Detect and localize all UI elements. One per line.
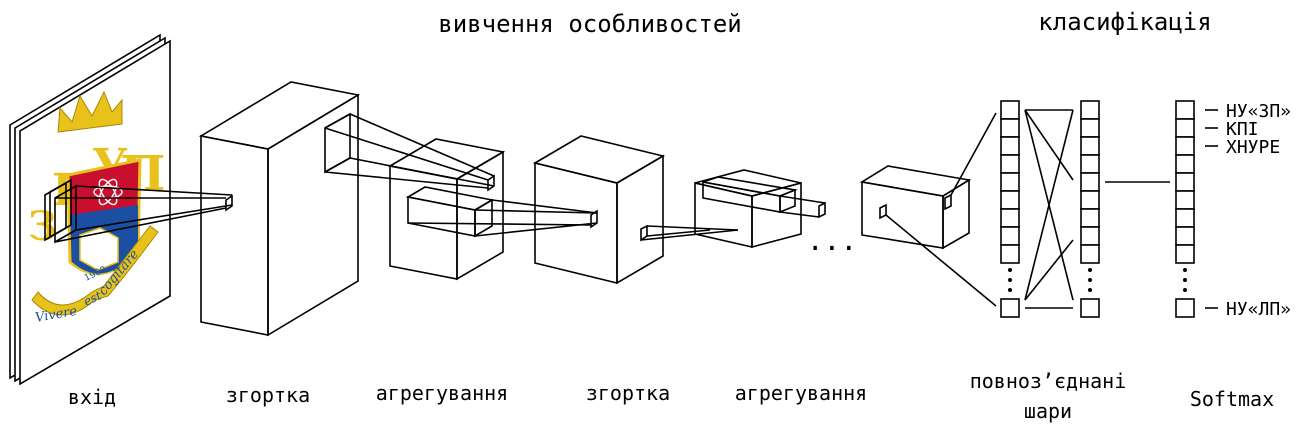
conv1-patch (324, 112, 351, 174)
output-labels: НУ«ЗП» КПІ ХНУРЕ НУ«ЛП» (1205, 101, 1291, 320)
neuron-cell (1080, 118, 1100, 138)
last-feature-volume (859, 165, 972, 250)
neuron-cell (1175, 136, 1195, 156)
emblem-motto-left: Vivere (34, 304, 79, 326)
heading-classification: класифікація (1038, 8, 1211, 36)
neuron-cell (1000, 154, 1020, 174)
label-pool2: агрегування (735, 381, 867, 405)
neuron-cell (1000, 226, 1020, 246)
label-fc-line2: шари (1024, 399, 1072, 423)
conv2-to-pool2-lines (640, 224, 739, 242)
neuron-cell (1080, 208, 1100, 228)
label-conv2: згортка (586, 381, 670, 405)
neuron-cell (1175, 190, 1195, 210)
output-class-label: НУ«ЛП» (1226, 299, 1291, 320)
neuron-cell (1000, 100, 1020, 120)
input-image-stack: Н У П З 1900 Vivere est cogitare (9, 33, 171, 386)
output-class-label: КПІ (1226, 119, 1259, 140)
neuron-cell (1000, 244, 1020, 264)
fc-connections (1024, 109, 1170, 309)
neuron-cell (1000, 172, 1020, 192)
emblem-motto-mid: est (81, 288, 103, 308)
pool1-to-conv2-lines (407, 199, 598, 237)
pool2-volume (694, 169, 826, 249)
neuron-cell (1000, 118, 1020, 138)
neuron-cell (1000, 190, 1020, 210)
neuron-cell-last (1080, 298, 1100, 318)
neuron-cell (1175, 208, 1195, 228)
conv2-volume (532, 135, 666, 285)
fc-layer-2 (1080, 100, 1100, 318)
conv1-volume (198, 81, 361, 337)
volume-to-fc-lines (885, 112, 997, 307)
neuron-cell (1175, 226, 1195, 246)
label-conv1: згортка (226, 383, 310, 407)
neuron-cell-last (1000, 298, 1020, 318)
neuron-cell (1080, 100, 1100, 120)
neuron-cell (1175, 154, 1195, 174)
layers-ellipsis: ... (807, 224, 858, 257)
neuron-cell (1080, 226, 1100, 246)
label-input: вхід (68, 385, 116, 409)
softmax-layer (1175, 100, 1195, 318)
column-dots (1008, 268, 1187, 292)
neuron-cell (1175, 172, 1195, 192)
fc-layer-1 (1000, 100, 1020, 318)
neuron-cell (1080, 244, 1100, 264)
pool1-volume (387, 138, 506, 281)
label-fc-line1: повноз’єднані (970, 369, 1127, 393)
label-pool1: агрегування (376, 381, 508, 405)
neuron-cell (1175, 118, 1195, 138)
neuron-cell-last (1175, 298, 1195, 318)
output-class-label: ХНУРЕ (1226, 137, 1280, 158)
input-to-conv1-lines (54, 185, 233, 243)
neuron-cell (1175, 100, 1195, 120)
heading-feature-learning: вивчення особливостей (438, 10, 741, 38)
neuron-cell (1080, 172, 1100, 192)
label-softmax: Softmax (1190, 387, 1274, 411)
neuron-cell (1080, 154, 1100, 174)
neuron-cell (1080, 136, 1100, 156)
output-class-label: НУ«ЗП» (1226, 101, 1291, 122)
emblem-letter-4: З (28, 203, 57, 250)
neuron-cell (1000, 136, 1020, 156)
neuron-cell (1000, 208, 1020, 228)
neuron-cell (1175, 244, 1195, 264)
neuron-cell (1080, 190, 1100, 210)
